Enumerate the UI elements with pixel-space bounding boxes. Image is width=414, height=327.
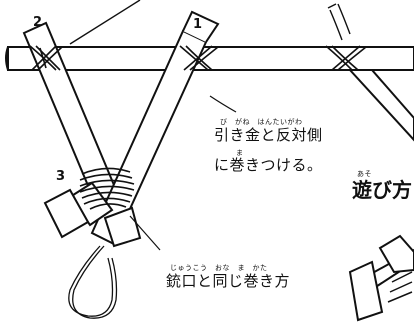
caption-1-ruby-1: び がね はんたいがわ — [220, 118, 303, 126]
caption-1-line-2: に巻きつける。 — [214, 156, 323, 174]
horizontal-stick — [5, 46, 414, 71]
caption-1-ruby-2: ま — [236, 149, 244, 157]
caption-2: 銃口と同じ巻き方 — [166, 272, 291, 290]
label-1: 1 — [193, 17, 203, 32]
heading: 遊び方 — [352, 178, 412, 202]
caption-2-ruby: じゅうこう おな ま かた — [170, 264, 268, 272]
heading-ruby: あそ — [357, 170, 372, 178]
right-stick-fragment — [347, 69, 414, 142]
knot-1 — [179, 45, 219, 71]
callout-lines — [129, 95, 237, 251]
knot-right — [325, 45, 367, 71]
center-wrap — [79, 167, 135, 210]
pointer-lines — [69, 0, 351, 45]
partial-illustration — [348, 234, 414, 322]
string-loop — [68, 245, 118, 319]
label-3: 3 — [56, 169, 66, 184]
caption-1-line-1: 引き金と反対側 — [214, 126, 323, 144]
label-2: 2 — [33, 15, 43, 30]
knot-2 — [29, 45, 63, 71]
stick-tips — [43, 181, 142, 248]
